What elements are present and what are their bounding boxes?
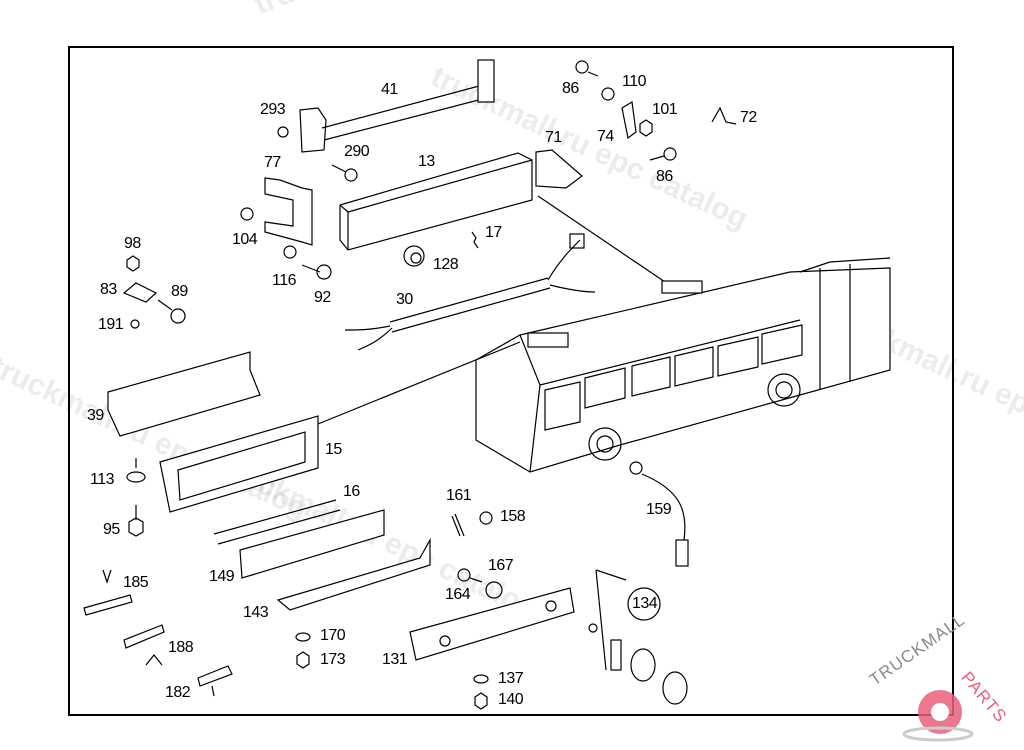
callout-137: 137 — [498, 670, 524, 687]
part-86-bolt — [575, 60, 599, 77]
callout-173: 173 — [320, 651, 346, 668]
part-158-fastener — [479, 511, 493, 525]
part-159-sensor — [629, 461, 689, 567]
truckmallparts-logo: TRUCKMALL PARTS — [850, 610, 1024, 750]
callout-128: 128 — [433, 256, 459, 273]
part-89-bolt — [157, 299, 186, 324]
callout-290: 290 — [344, 143, 370, 160]
callout-17: 17 — [485, 224, 502, 241]
bus-illustration — [475, 257, 891, 473]
callout-158: 158 — [500, 508, 526, 525]
part-128-grommet — [403, 245, 425, 267]
callout-164: 164 — [445, 586, 471, 603]
callout-149: 149 — [209, 568, 235, 585]
callout-167: 167 — [488, 557, 514, 574]
part-143-rail — [276, 537, 431, 611]
callout-15: 15 — [325, 441, 342, 458]
part-98-nut — [126, 255, 140, 272]
part-15-frame — [159, 415, 319, 513]
callout-74: 74 — [597, 128, 614, 145]
part-83-plate — [122, 282, 158, 303]
callout-110: 110 — [622, 73, 647, 90]
part-13-housing — [339, 152, 533, 251]
callout-101: 101 — [652, 101, 678, 118]
part-173-nut — [296, 651, 310, 669]
callout-13: 13 — [418, 153, 435, 170]
part-149-panel — [239, 509, 385, 579]
callout-188: 188 — [168, 639, 194, 656]
part-167-washer — [485, 581, 503, 599]
callout-89: 89 — [171, 283, 188, 300]
part-134-group — [588, 569, 688, 705]
leader-line — [317, 341, 521, 425]
part-17-clip — [471, 231, 479, 249]
part-16-tube — [213, 499, 341, 545]
part-86b-bolt — [649, 147, 677, 161]
callout-72: 72 — [740, 109, 757, 126]
part-110-washer — [601, 87, 615, 101]
callout-159: 159 — [646, 501, 672, 518]
part-293-screw — [277, 126, 289, 138]
part-77-bracket — [264, 177, 313, 246]
part-131-panel — [409, 587, 575, 661]
callout-39: 39 — [87, 407, 104, 424]
callout-134: 134 — [632, 595, 658, 612]
callout-104: 104 — [232, 231, 258, 248]
callout-293: 293 — [260, 101, 286, 118]
part-182-sleeve — [197, 665, 233, 697]
part-101-nut — [639, 119, 653, 137]
part-116-washer — [283, 245, 297, 259]
callout-16: 16 — [343, 483, 360, 500]
part-137-washer — [473, 674, 489, 684]
callout-191: 191 — [98, 316, 124, 333]
part-72-clip — [711, 106, 737, 125]
part-161-pin — [451, 513, 465, 537]
callout-83: 83 — [100, 281, 117, 298]
callout-77: 77 — [264, 154, 281, 171]
callout-92: 92 — [314, 289, 331, 306]
part-71-bracket — [535, 149, 583, 189]
callout-116: 116 — [272, 272, 297, 289]
part-140-nut — [474, 692, 488, 710]
callout-170: 170 — [320, 627, 346, 644]
callout-86b: 86 — [656, 168, 673, 185]
part-104-cap — [240, 207, 254, 221]
part-41-rod — [299, 59, 495, 153]
part-113-washer — [126, 471, 146, 483]
callout-95: 95 — [103, 521, 120, 538]
callout-71: 71 — [545, 129, 562, 146]
part-74-bracket — [621, 101, 637, 140]
callout-98: 98 — [124, 235, 141, 252]
callout-143: 143 — [243, 604, 269, 621]
part-92-bolt — [301, 264, 332, 280]
part-170-washer — [295, 632, 311, 642]
callout-131: 131 — [382, 651, 408, 668]
callout-86: 86 — [562, 80, 579, 97]
part-191-plug — [130, 319, 140, 329]
part-30-harness — [344, 233, 596, 351]
callout-161: 161 — [446, 487, 472, 504]
callout-113: 113 — [90, 471, 115, 488]
part-39-channel — [107, 351, 261, 437]
callout-30: 30 — [396, 291, 413, 308]
part-185-clip — [83, 569, 133, 616]
diagram-frame — [68, 46, 954, 716]
callout-140: 140 — [498, 691, 524, 708]
callout-182: 182 — [165, 684, 191, 701]
part-95-bolt — [128, 505, 144, 537]
part-164-bolt — [457, 568, 483, 583]
part-290-screw — [331, 164, 358, 182]
callout-41: 41 — [381, 81, 398, 98]
callout-185: 185 — [123, 574, 149, 591]
leader-line — [537, 195, 669, 285]
part-188-strip — [123, 624, 165, 666]
